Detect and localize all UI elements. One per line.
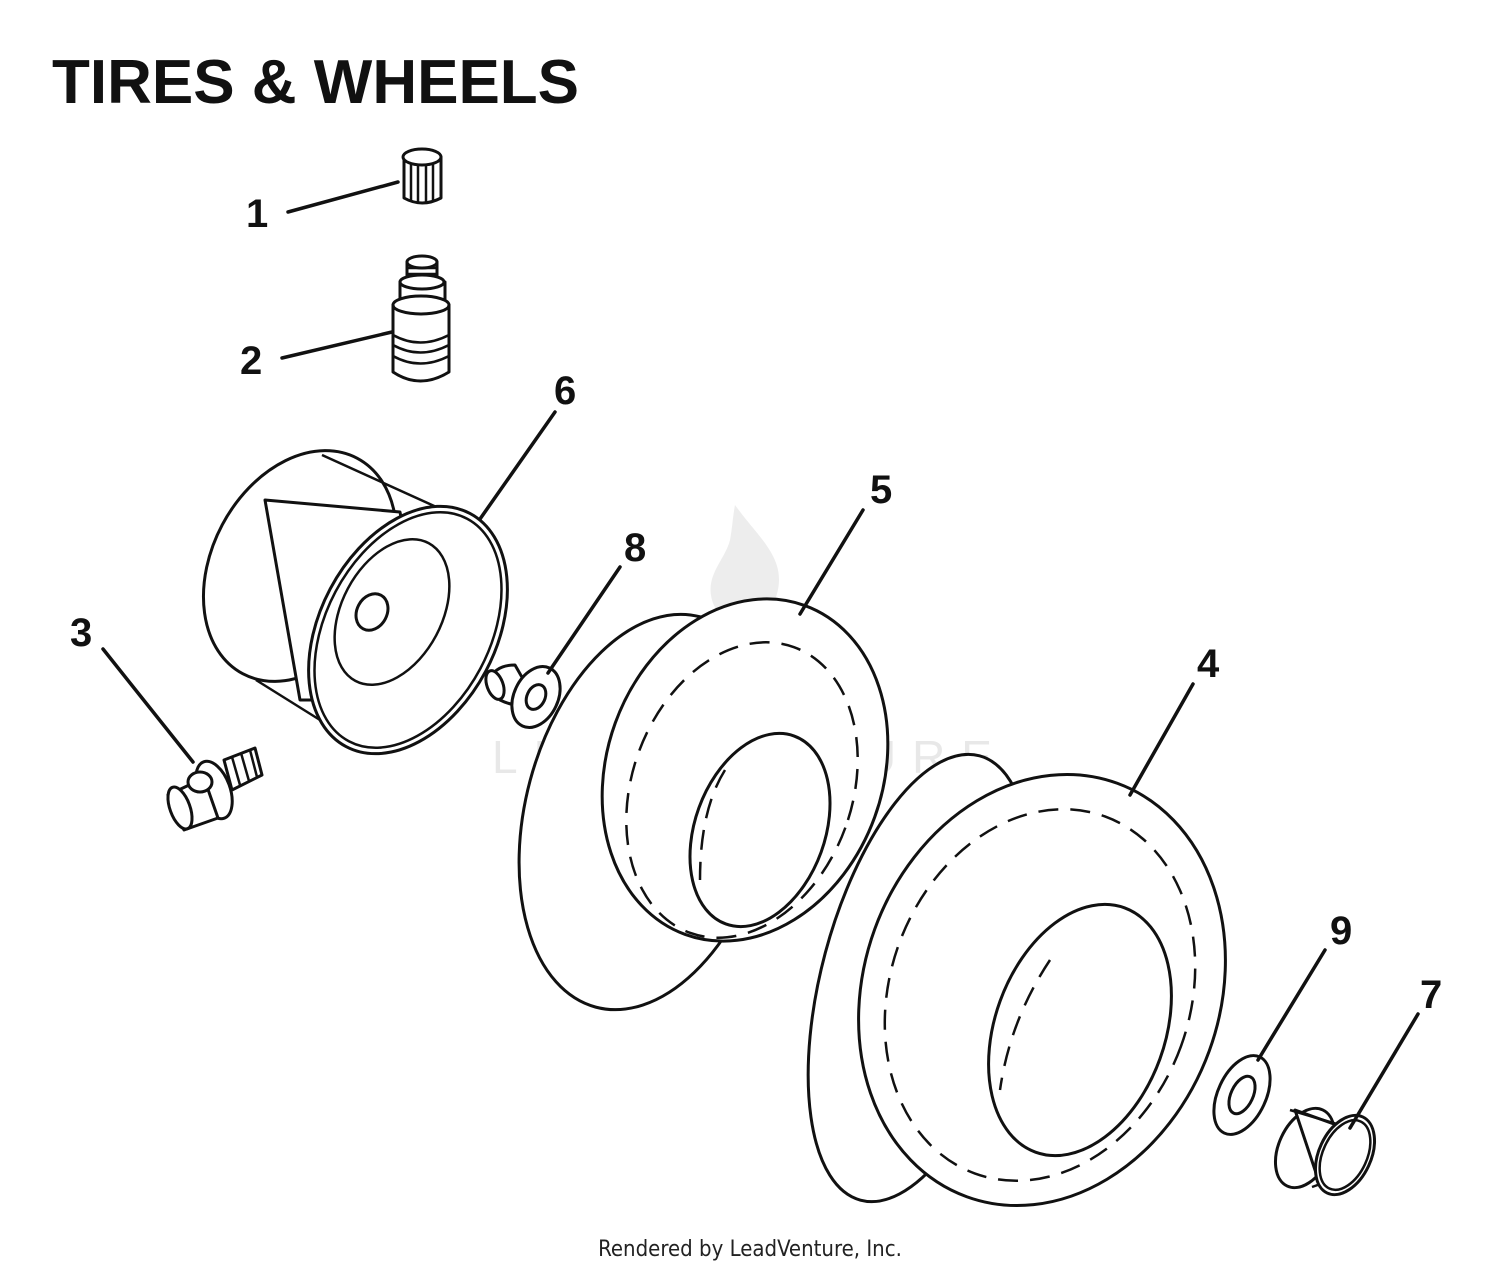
valve-cap-part xyxy=(401,147,443,205)
tire-5-part xyxy=(517,597,890,1012)
leader-4 xyxy=(1128,682,1195,797)
callout-9: 9 xyxy=(1330,909,1352,953)
leader-5 xyxy=(798,508,865,616)
callout-7: 7 xyxy=(1420,973,1442,1017)
leader-3 xyxy=(101,647,195,764)
callout-4: 4 xyxy=(1197,642,1220,686)
leader-6 xyxy=(478,410,557,521)
callouts: 1 2 3 4 5 6 7 8 9 xyxy=(70,192,1442,1017)
callout-5: 5 xyxy=(870,468,892,512)
callout-3: 3 xyxy=(70,611,92,655)
page-title: TIRES & WHEELS xyxy=(52,48,579,117)
footer-credit: Rendered by LeadVenture, Inc. xyxy=(598,1237,902,1262)
hub-cap-part xyxy=(1273,1106,1377,1197)
leader-1 xyxy=(286,180,400,214)
grease-fitting-part xyxy=(166,746,264,832)
leader-9 xyxy=(1256,948,1327,1062)
leader-lines xyxy=(101,180,1420,1130)
leader-7 xyxy=(1348,1012,1420,1130)
leader-2 xyxy=(280,330,394,360)
washer-part xyxy=(1212,1054,1272,1136)
rim-wheel-part xyxy=(201,449,509,756)
watermark-flame-icon xyxy=(710,505,780,621)
tire-4-part xyxy=(806,752,1227,1208)
bushing-part xyxy=(484,663,562,729)
callout-1: 1 xyxy=(246,192,268,236)
callout-2: 2 xyxy=(240,339,262,383)
valve-stem-part xyxy=(391,254,451,383)
callout-6: 6 xyxy=(554,369,576,413)
leader-8 xyxy=(546,565,622,675)
callout-8: 8 xyxy=(624,526,646,570)
